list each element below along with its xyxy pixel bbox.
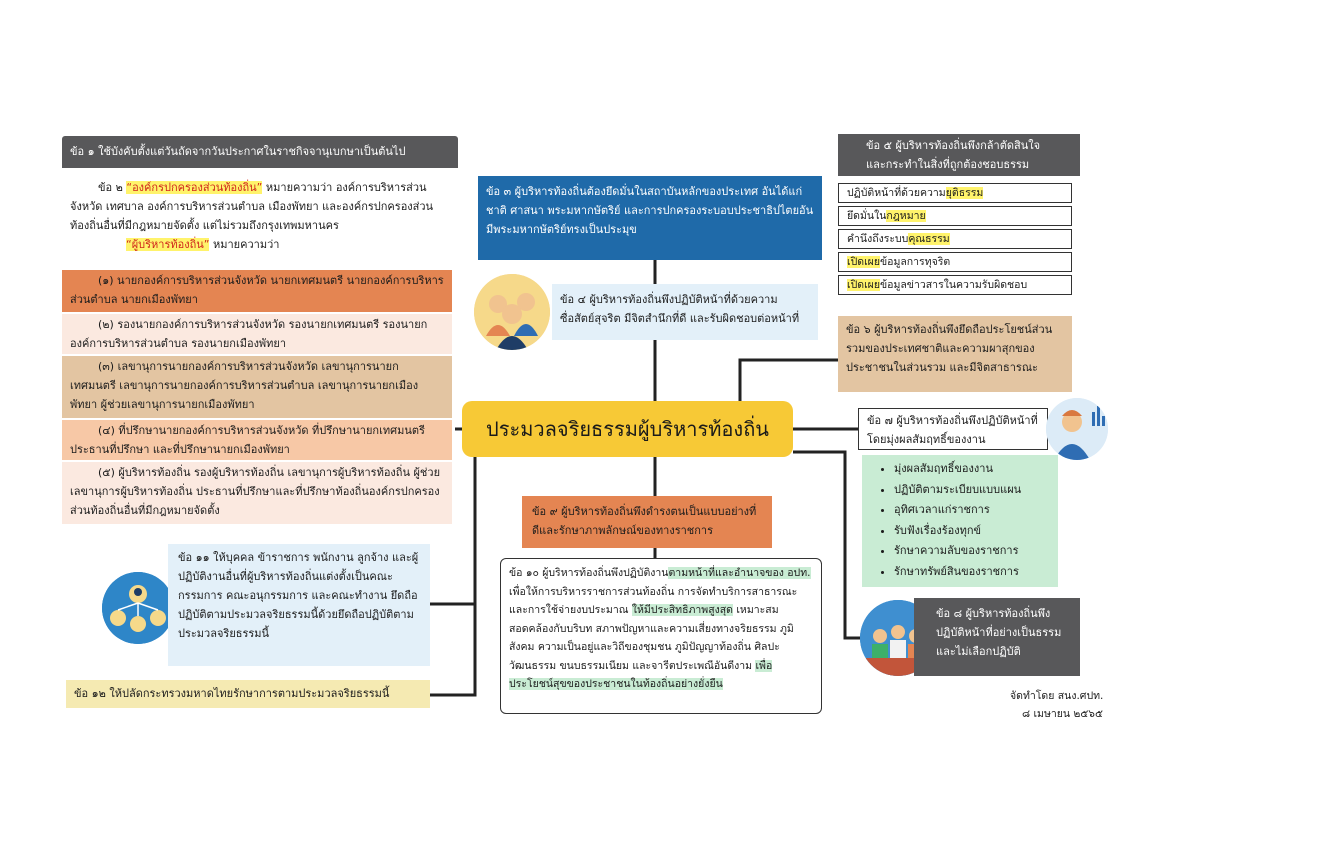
term-local-executive: “ผู้บริหารท้องถิ่น” xyxy=(126,238,209,251)
article-8-box: ข้อ ๘ ผู้บริหารท้องถิ่นพึงปฏิบัติหน้าที่… xyxy=(914,598,1080,676)
people-group-icon xyxy=(474,274,550,350)
article-7-item: รักษาความลับของราชการ xyxy=(894,541,1050,562)
article-5-item: คำนึงถึงระบบคุณธรรม xyxy=(838,229,1072,249)
article-7-item: อุทิศเวลาแก่ราชการ xyxy=(894,500,1050,521)
article-11-box: ข้อ ๑๑ ให้บุคคล ข้าราชการ พนักงาน ลูกจ้า… xyxy=(168,544,430,666)
article-11-text: ข้อ ๑๑ ให้บุคคล ข้าราชการ พนักงาน ลูกจ้า… xyxy=(178,551,418,640)
article-3-box: ข้อ ๓ ผู้บริหารท้องถิ่นต้องยึดมั่นในสถาบ… xyxy=(478,176,822,260)
article-5-box: ข้อ ๕ ผู้บริหารท้องถิ่นพึงกล้าตัดสินใจแล… xyxy=(838,134,1080,176)
article-6-text: ข้อ ๖ ผู้บริหารท้องถิ่นพึงยึดถือประโยชน์… xyxy=(846,323,1052,374)
article-1-text: ข้อ ๑ ใช้บังคับตั้งแต่วันถัดจากวันประกาศ… xyxy=(70,145,405,158)
article-7-box: ข้อ ๗ ผู้บริหารท้องถิ่นพึงปฏิบัติหน้าที่… xyxy=(858,408,1048,450)
definition-item-5: (๕) ผู้บริหารท้องถิ่น รองผู้บริหารท้องถิ… xyxy=(62,462,452,524)
presenter-icon xyxy=(1046,398,1108,460)
article-5-item: เปิดเผยข้อมูลข่าวสารในความรับผิดชอบ xyxy=(838,275,1072,295)
article-12-box: ข้อ ๑๒ ให้ปลัดกระทรวงมหาดไทยรักษาการตามป… xyxy=(66,680,430,708)
article-4-box: ข้อ ๔ ผู้บริหารท้องถิ่นพึงปฏิบัติหน้าที่… xyxy=(552,284,818,340)
article-5-item: เปิดเผยข้อมูลการทุจริต xyxy=(838,252,1072,272)
article-5-item: ยึดมั่นในกฎหมาย xyxy=(838,206,1072,226)
article-5-title: ข้อ ๕ ผู้บริหารท้องถิ่นพึงกล้าตัดสินใจแล… xyxy=(866,139,1040,171)
article-7-item: รักษาทรัพย์สินของราชการ xyxy=(894,562,1050,583)
article-2-definition: ข้อ ๒ “องค์กรปกครองส่วนท้องถิ่น” หมายควา… xyxy=(62,176,458,268)
center-title: ประมวลจริยธรรมผู้บริหารท้องถิ่น xyxy=(462,401,793,457)
article-4-text: ข้อ ๔ ผู้บริหารท้องถิ่นพึงปฏิบัติหน้าที่… xyxy=(560,293,799,325)
article-12-text: ข้อ ๑๒ ให้ปลัดกระทรวงมหาดไทยรักษาการตามป… xyxy=(74,687,389,700)
team-network-icon xyxy=(102,572,174,644)
article-7-list: มุ่งผลสัมฤทธิ์ของงาน ปฏิบัติตามระเบียบแบ… xyxy=(862,455,1058,587)
definition-item-3: (๓) เลขานุการนายกองค์การบริหารส่วนจังหวั… xyxy=(62,356,452,418)
article-6-box: ข้อ ๖ ผู้บริหารท้องถิ่นพึงยึดถือประโยชน์… xyxy=(838,316,1072,392)
article-9-text: ข้อ ๙ ผู้บริหารท้องถิ่นพึงดำรงตนเป็นแบบอ… xyxy=(532,505,756,537)
article-10-box: ข้อ ๑๐ ผู้บริหารท้องถิ่นพึงปฏิบัติงานตาม… xyxy=(500,558,822,714)
article-7-item: รับฟังเรื่องร้องทุกข์ xyxy=(894,521,1050,542)
article-9-box: ข้อ ๙ ผู้บริหารท้องถิ่นพึงดำรงตนเป็นแบบอ… xyxy=(522,496,772,548)
credit-line-1: จัดทำโดย สนง.ศปท. xyxy=(1010,688,1103,705)
definition-item-2: (๒) รองนายกองค์การบริหารส่วนจังหวัด รองน… xyxy=(62,314,452,354)
article-7-item: มุ่งผลสัมฤทธิ์ของงาน xyxy=(894,459,1050,480)
article-1-box: ข้อ ๑ ใช้บังคับตั้งแต่วันถัดจากวันประกาศ… xyxy=(62,136,458,168)
credit-line-2: ๘ เมษายน ๒๕๖๕ xyxy=(1022,706,1103,723)
article-5-item: ปฏิบัติหน้าที่ด้วยความยุติธรรม xyxy=(838,183,1072,203)
article-7-item: ปฏิบัติตามระเบียบแบบแผน xyxy=(894,480,1050,501)
article-3-text: ข้อ ๓ ผู้บริหารท้องถิ่นต้องยึดมั่นในสถาบ… xyxy=(486,185,813,236)
article-8-text: ข้อ ๘ ผู้บริหารท้องถิ่นพึงปฏิบัติหน้าที่… xyxy=(936,607,1061,658)
article-7-title: ข้อ ๗ ผู้บริหารท้องถิ่นพึงปฏิบัติหน้าที่… xyxy=(867,414,1038,446)
term-local-org: “องค์กรปกครองส่วนท้องถิ่น” xyxy=(126,181,262,194)
definition-item-1: (๑) นายกองค์การบริหารส่วนจังหวัด นายกเทศ… xyxy=(62,270,452,312)
definition-item-4: (๔) ที่ปรึกษานายกองค์การบริหารส่วนจังหวั… xyxy=(62,420,452,460)
